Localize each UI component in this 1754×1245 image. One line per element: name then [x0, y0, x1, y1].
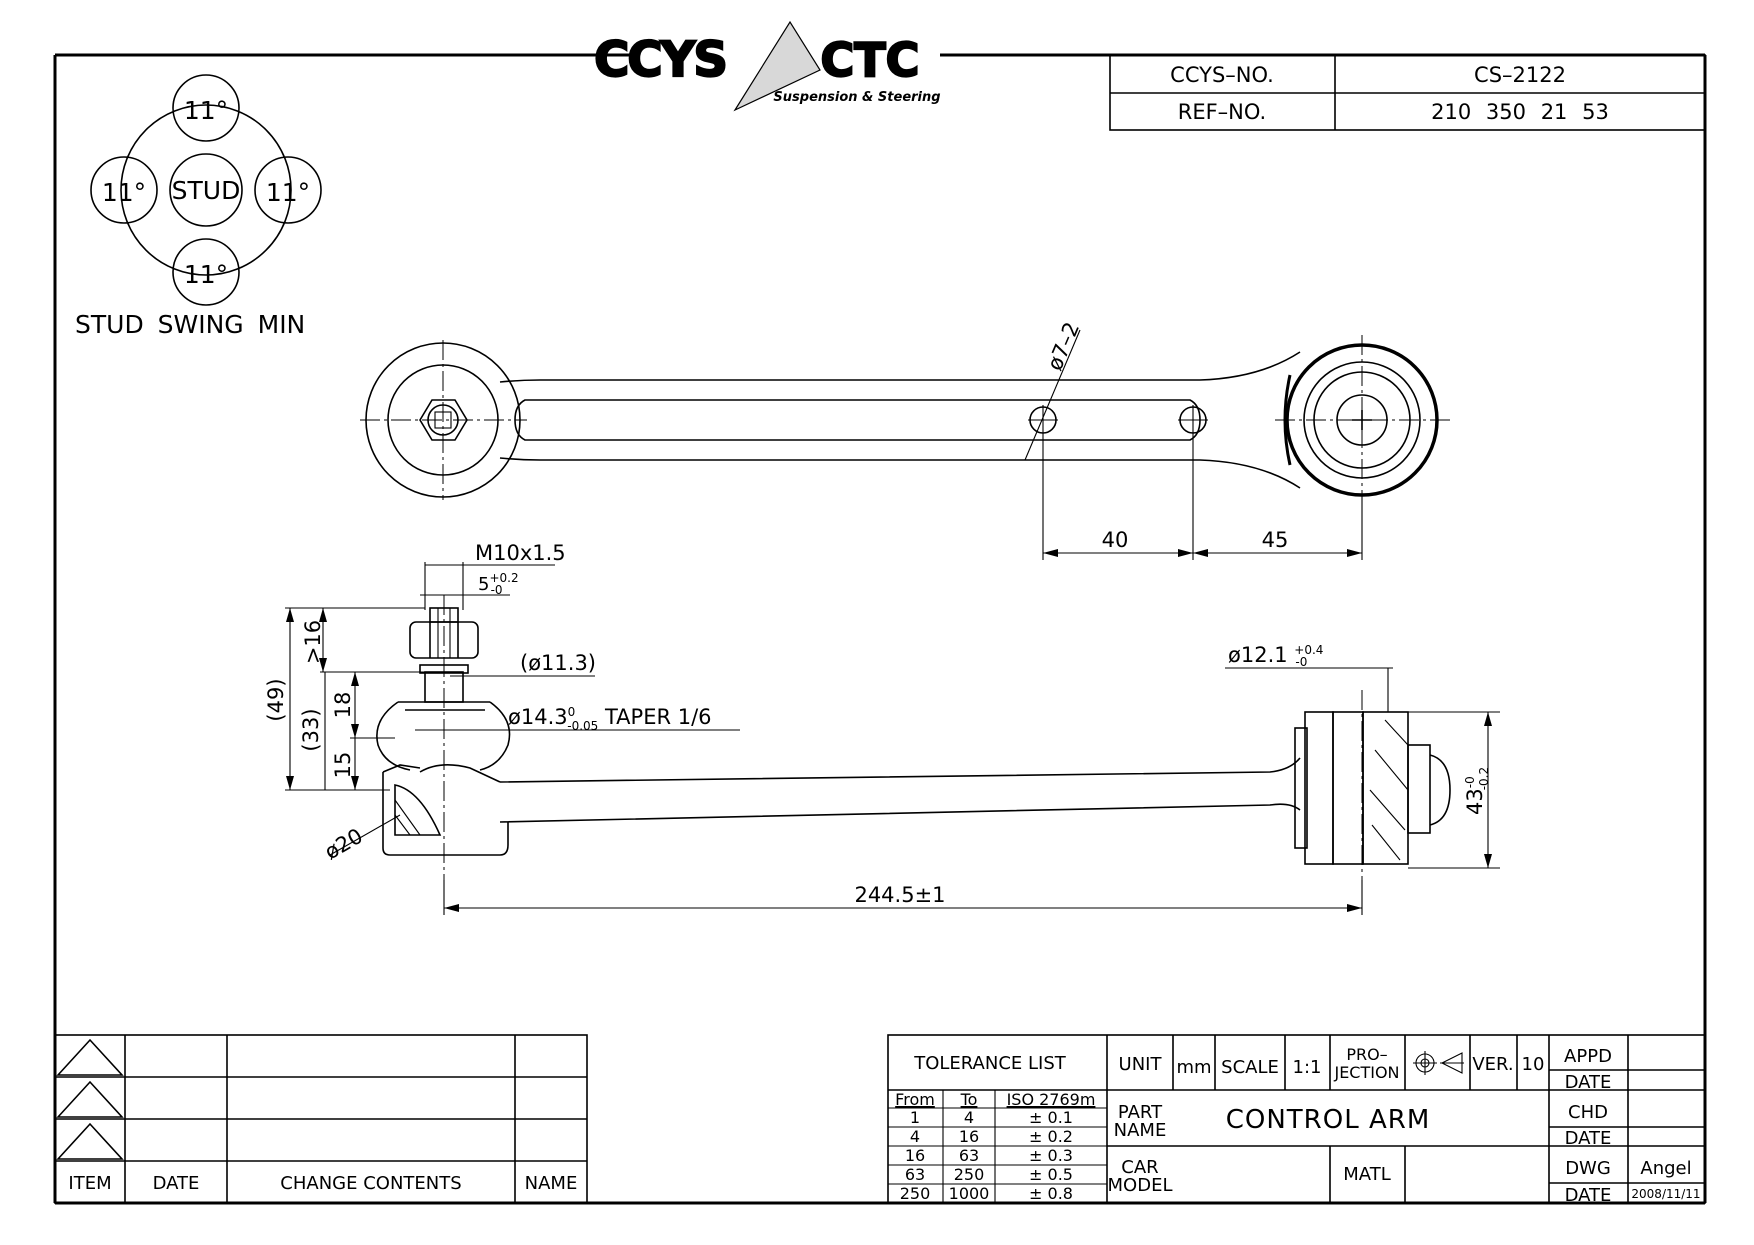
header-table: CCYS–NO. CS–2122 REF–NO. 210 350 21 53: [1109, 54, 1706, 131]
projection-label-2: JECTION: [1333, 1063, 1399, 1082]
appd-label: APPD: [1564, 1046, 1612, 1067]
dim-18: 18: [331, 692, 355, 719]
dwg-date-label: DATE: [1565, 1185, 1612, 1206]
chd-date-label: DATE: [1565, 1128, 1612, 1149]
taper-callout: ø14.30-0.05 TAPER 1/6: [508, 705, 712, 733]
dwg-label: DWG: [1565, 1158, 1611, 1179]
dim-49: (49): [264, 678, 288, 721]
unit-label: UNIT: [1119, 1054, 1163, 1075]
dim-ge16: >16: [301, 620, 325, 664]
logo-brand-left: CCYS: [594, 32, 726, 88]
part-name-label-1: PART: [1118, 1102, 1163, 1123]
stud-swing-diagram: STUD 11° 11° 11° 11° STUD SWING MIN: [75, 74, 322, 339]
tol-row-1-from: 1: [910, 1108, 920, 1127]
tol-header-to: To: [960, 1090, 978, 1109]
part-name-value: CONTROL ARM: [1226, 1105, 1431, 1135]
ref-no-label: REF–NO.: [1178, 100, 1267, 124]
ver-label: VER.: [1472, 1054, 1513, 1075]
tol-row-4-from: 63: [905, 1165, 925, 1184]
unit-value: mm: [1176, 1057, 1211, 1078]
scale-label: SCALE: [1221, 1057, 1279, 1078]
stud-angle-left: 11°: [102, 178, 146, 207]
car-model-label-1: CAR: [1121, 1157, 1158, 1178]
tol-row-3-from: 16: [905, 1146, 925, 1165]
title-block: TOLERANCE LIST From To ISO 2769m 1 4 ± 0…: [887, 1034, 1706, 1206]
matl-label: MATL: [1343, 1164, 1390, 1185]
tol-row-5-val: ± 0.8: [1029, 1184, 1073, 1203]
tol-row-1-val: ± 0.1: [1029, 1108, 1073, 1127]
thread-callout: M10x1.5: [475, 541, 566, 565]
tol-row-2-to: 16: [959, 1127, 979, 1146]
tol-row-2-val: ± 0.2: [1029, 1127, 1073, 1146]
rev-col-change: CHANGE CONTENTS: [280, 1173, 461, 1194]
dwg-date-value: 2008/11/11: [1631, 1187, 1700, 1201]
dim-45: 45: [1262, 528, 1289, 552]
projection-label-1: PRO–: [1346, 1045, 1387, 1064]
car-model-label-2: MODEL: [1108, 1175, 1173, 1196]
stud-center-label: STUD: [172, 176, 241, 205]
tol-row-4-val: ± 0.5: [1029, 1165, 1073, 1184]
revision-table: ITEM DATE CHANGE CONTENTS NAME: [54, 1034, 588, 1204]
tol-row-4-to: 250: [954, 1165, 985, 1184]
dim-43: 43-0-0.2: [1463, 767, 1491, 815]
tol-row-3-val: ± 0.3: [1029, 1146, 1073, 1165]
stud-angle-bottom: 11°: [184, 260, 228, 289]
dia-11-3: (ø11.3): [520, 651, 596, 675]
tolerance-5: 5+0.2-0: [478, 571, 519, 597]
tol-header-from: From: [895, 1090, 935, 1109]
tolerance-title: TOLERANCE LIST: [913, 1053, 1067, 1074]
dim-length: 244.5±1: [854, 883, 945, 907]
tol-header-iso: ISO 2769m: [1007, 1090, 1096, 1109]
ver-value: 10: [1522, 1054, 1545, 1075]
dim-15: 15: [331, 752, 355, 779]
ref-no-value: 210 350 21 53: [1431, 100, 1609, 124]
dwg-value: Angel: [1640, 1158, 1691, 1179]
rev-col-date: DATE: [153, 1173, 200, 1194]
tol-row-1-to: 4: [964, 1108, 974, 1127]
appd-date-label: DATE: [1565, 1072, 1612, 1093]
tol-row-2-from: 4: [910, 1127, 920, 1146]
dia-20: ø20: [321, 824, 367, 865]
stud-angle-top: 11°: [184, 96, 228, 125]
ccys-no-value: CS–2122: [1474, 63, 1566, 87]
dia-12-1: ø12.1 +0.4-0: [1228, 643, 1323, 669]
company-logo: CCYS CTC Suspension & Steering: [593, 20, 941, 112]
tol-row-5-from: 250: [900, 1184, 931, 1203]
hole-callout: ø7–2: [1043, 318, 1085, 373]
chd-label: CHD: [1568, 1102, 1608, 1123]
stud-swing-caption: STUD SWING MIN: [75, 310, 305, 339]
tol-row-5-to: 1000: [949, 1184, 990, 1203]
logo-tagline: Suspension & Steering: [773, 90, 940, 105]
scale-value: 1:1: [1293, 1057, 1322, 1078]
projection-symbol-icon: [1413, 1051, 1464, 1075]
top-view: ø7–2 40 45: [360, 318, 1450, 560]
stud-angle-right: 11°: [266, 178, 310, 207]
tol-row-3-to: 63: [959, 1146, 979, 1165]
ccys-no-label: CCYS–NO.: [1170, 63, 1274, 87]
side-view: M10x1.5 5+0.2-0 >16 (49) (33) 18 15 (ø11…: [264, 541, 1500, 915]
dim-40: 40: [1102, 528, 1129, 552]
part-name-label-2: NAME: [1114, 1120, 1167, 1141]
rev-col-name: NAME: [525, 1173, 578, 1194]
rev-col-item: ITEM: [68, 1173, 111, 1194]
dim-33: (33): [299, 708, 323, 751]
logo-brand-right: CTC: [821, 33, 920, 87]
